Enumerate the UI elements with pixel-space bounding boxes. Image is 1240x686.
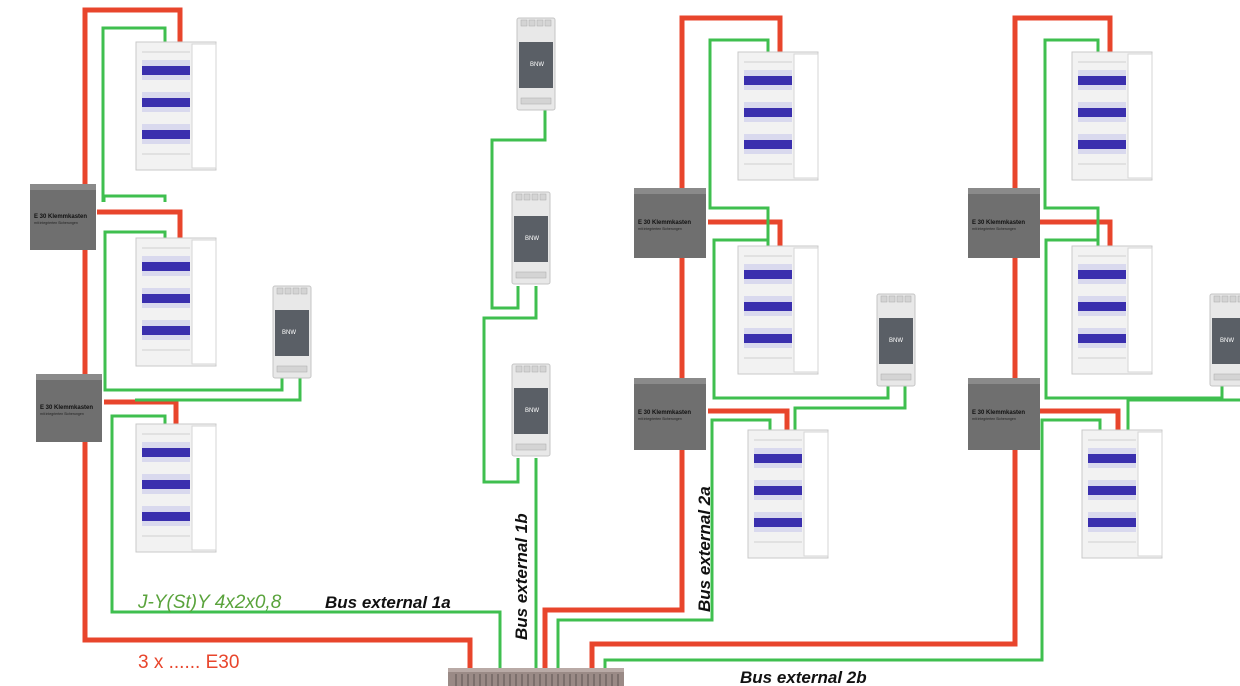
junction-box-subtitle: mit integrierten Sicherungen (638, 227, 682, 231)
junction-box-subtitle: mit integrierten Sicherungen (972, 417, 1016, 421)
bnw-label: BNW (525, 408, 539, 414)
right-junction-box-2: E 30 Klemmkasten mit integrierten Sicher… (968, 378, 1040, 450)
bus-wires (101, 26, 1240, 672)
right-junction-box-1: E 30 Klemmkasten mit integrierten Sicher… (968, 188, 1040, 258)
bnw-label: BNW (530, 62, 544, 68)
bus-1b-label: Bus external 1b (512, 513, 531, 640)
central-terminal-block (448, 668, 624, 686)
right-bnw-module: BNW (1209, 293, 1240, 387)
left-cabinet-3 (135, 423, 217, 553)
left-cabinet-1 (135, 41, 217, 171)
right-cabinet-2 (1071, 245, 1153, 375)
junction-box-title: E 30 Klemmkasten (972, 220, 1025, 226)
bnw-label: BNW (282, 330, 296, 336)
bus-2a-label: Bus external 2a (695, 486, 714, 612)
junction-box-title: E 30 Klemmkasten (40, 405, 93, 411)
left-bnw-module: BNW (272, 285, 312, 379)
e30-count-label: 3 x ...... E30 (138, 652, 239, 673)
cable-type-label: J-Y(St)Y 4x2x0,8 (137, 592, 282, 613)
bnw-label: BNW (1220, 338, 1234, 344)
bus-1a-label: Bus external 1a (325, 593, 451, 612)
right-cabinet-1 (1071, 51, 1153, 181)
junction-box-title: E 30 Klemmkasten (638, 410, 691, 416)
middle-junction-box-1: E 30 Klemmkasten mit integrierten Sicher… (634, 188, 706, 258)
bnw-label: BNW (525, 236, 539, 242)
junction-box-subtitle: mit integrierten Sicherungen (638, 417, 682, 421)
middle-bnw-module: BNW (876, 293, 916, 387)
center-bnw-module-3: BNW (511, 363, 551, 457)
junction-box-subtitle: mit integrierten Sicherungen (972, 227, 1016, 231)
junction-box-title: E 30 Klemmkasten (972, 410, 1025, 416)
middle-cabinet-3 (747, 429, 829, 559)
junction-box-subtitle: mit integrierten Sicherungen (34, 221, 78, 225)
bnw-label: BNW (889, 338, 903, 344)
left-cabinet-2 (135, 237, 217, 367)
middle-cabinet-1 (737, 51, 819, 181)
right-cabinet-3 (1081, 429, 1163, 559)
junction-box-subtitle: mit integrierten Sicherungen (40, 412, 84, 416)
center-bnw-module-1: BNW (516, 17, 556, 111)
center-bnw-module-2: BNW (511, 191, 551, 285)
middle-cabinet-2 (737, 245, 819, 375)
bus-2b-label: Bus external 2b (740, 668, 867, 686)
junction-box-title: E 30 Klemmkasten (638, 220, 691, 226)
left-junction-box-1: E 30 Klemmkasten mit integrierten Sicher… (30, 184, 96, 250)
junction-box-title: E 30 Klemmkasten (34, 214, 87, 220)
left-junction-box-2: E 30 Klemmkasten mit integrierten Sicher… (36, 374, 102, 442)
middle-junction-box-2: E 30 Klemmkasten mit integrierten Sicher… (634, 378, 706, 450)
e30-wires (82, 7, 1121, 672)
